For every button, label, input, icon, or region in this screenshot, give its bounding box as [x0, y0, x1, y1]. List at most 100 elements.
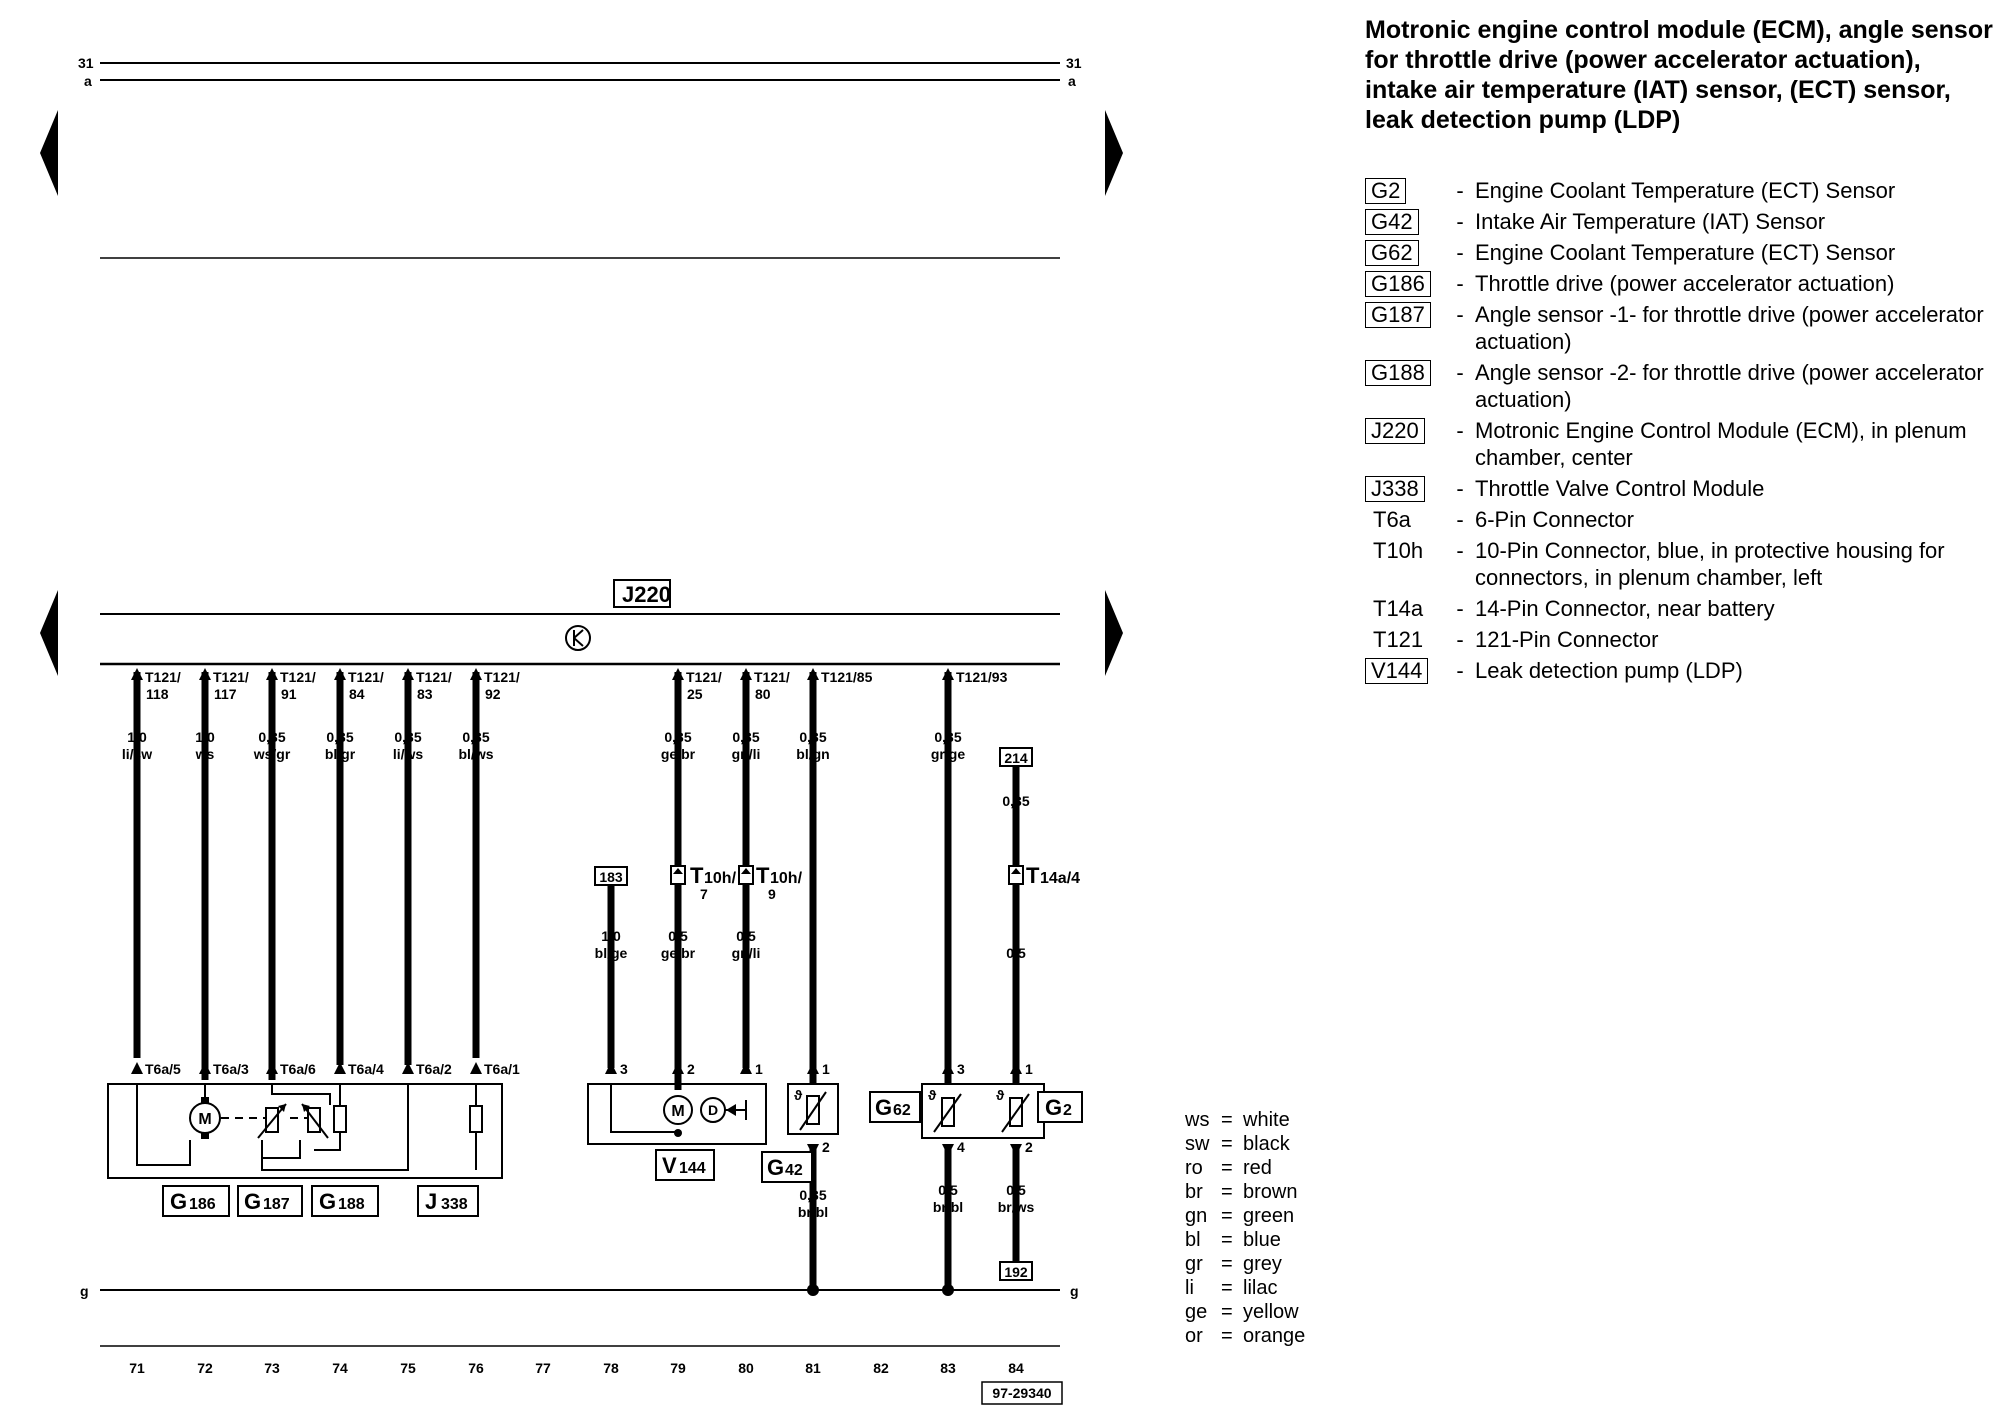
- wire-color-84: li: [1012, 810, 1020, 826]
- wire-color-75: li/ws: [393, 746, 424, 762]
- connector-t10h-9-pin: 9: [768, 886, 776, 902]
- ground-label-left: g: [80, 1283, 89, 1299]
- track-number: 72: [197, 1360, 213, 1376]
- g2-label-main: G: [1045, 1095, 1062, 1120]
- page-title: Motronic engine control module (ECM), an…: [1365, 16, 1993, 134]
- legend-description: Engine Coolant Temperature (ECT) Sensor: [1475, 240, 1896, 265]
- equals-sign: =: [1221, 1229, 1233, 1251]
- t6a-pin-2: T6a/2: [416, 1061, 452, 1077]
- wire-color-81: bl/gn: [796, 746, 829, 762]
- connector-t10h-7: T 10h/ 7: [670, 863, 737, 902]
- wire-size-84: 0,35: [1002, 793, 1029, 809]
- legend-item-g42: G42-Intake Air Temperature (IAT) Sensor: [1365, 208, 1995, 235]
- color-key-row: ws=white: [1185, 1108, 1305, 1132]
- track-number: 73: [264, 1360, 280, 1376]
- bus-31-label-right: 31: [1066, 55, 1082, 71]
- wire-size-83: 0,35: [934, 729, 961, 745]
- wires: [133, 672, 1020, 1290]
- g62-label-box: [869, 1091, 921, 1123]
- pin-label-71-a: T121/: [145, 669, 181, 685]
- j338-label-sub: 338: [441, 1196, 468, 1213]
- nav-arrow-left-top[interactable]: [40, 110, 58, 196]
- g42-pin-1: 1: [822, 1061, 830, 1077]
- legend-description: Throttle drive (power accelerator actuat…: [1475, 271, 1895, 296]
- color-name: white: [1243, 1109, 1290, 1131]
- color-abbr: gr: [1185, 1253, 1203, 1275]
- g187-label-sub: 187: [263, 1196, 290, 1213]
- ref-box-214[interactable]: [999, 747, 1033, 767]
- t6a-pin-5: T6a/5: [145, 1061, 181, 1077]
- pin-label-72-a: T121/: [213, 669, 249, 685]
- wire-size-81: 0,35: [799, 729, 826, 745]
- color-abbr: bl: [1185, 1229, 1201, 1251]
- legend-item-v144: V144-Leak detection pump (LDP): [1365, 657, 1995, 684]
- ref-box-183[interactable]: [594, 866, 628, 886]
- legend-item-t10h: T10h-10-Pin Connector, blue, in protecti…: [1365, 537, 1995, 591]
- lower-size-84: 0,5: [1006, 945, 1026, 961]
- ecm-label-box: [613, 579, 671, 608]
- legend-dash: -: [1456, 418, 1464, 443]
- color-key-row: or=orange: [1185, 1324, 1305, 1348]
- wire-color-74: bl/gr: [325, 746, 356, 762]
- track-number: 79: [670, 1360, 686, 1376]
- lower-color-84b: br/ws: [998, 1199, 1035, 1215]
- color-key-row: ge=yellow: [1185, 1300, 1305, 1324]
- lower-color-80: gn/li: [732, 945, 761, 961]
- wire-color-71: li/sw: [122, 746, 152, 762]
- wire-color-72: ws: [195, 746, 215, 762]
- nav-arrow-right-top[interactable]: [1105, 110, 1123, 196]
- legend-dash: -: [1456, 240, 1464, 265]
- resistor-j338-a-icon: [333, 1105, 347, 1133]
- legend-description: Angle sensor -2- for throttle drive (pow…: [1475, 360, 1984, 412]
- color-abbr: ws: [1185, 1109, 1210, 1131]
- v144-box: [587, 1083, 767, 1145]
- v144-label-sub: 144: [679, 1160, 706, 1177]
- lower-size-79: 0,5: [668, 928, 688, 944]
- g42-label-main: G: [767, 1155, 784, 1180]
- connector-t10h-9-main: T: [756, 863, 770, 888]
- track-numbers: 71 72 73 74 75 76 77 78 79 80 81 82 83 8…: [129, 1360, 1024, 1376]
- g188-label-main: G: [319, 1189, 336, 1214]
- throttle-module-box: [107, 1083, 503, 1179]
- legend-dash: -: [1456, 209, 1464, 234]
- color-key-row: gr=grey: [1185, 1252, 1305, 1276]
- j338-label-box: [417, 1185, 479, 1217]
- t6a-pin-labels: T6a/5 T6a/3 T6a/6 T6a/4 T6a/2 T6a/1: [145, 1061, 520, 1077]
- ecm-label: J220: [622, 582, 671, 607]
- legend-description: 10-Pin Connector, blue, in protective ho…: [1475, 538, 1945, 590]
- ref-box-192[interactable]: [999, 1261, 1033, 1281]
- g186-label-box: [162, 1185, 230, 1217]
- g2-label-box: [1037, 1091, 1083, 1123]
- pin-label-74-b: 84: [349, 686, 365, 702]
- lower-size-84b: 0,5: [1006, 1182, 1026, 1198]
- color-name: yellow: [1243, 1301, 1299, 1323]
- legend-dash: -: [1456, 538, 1464, 563]
- equals-sign: =: [1221, 1181, 1233, 1203]
- nav-arrow-left-bottom[interactable]: [40, 590, 58, 676]
- nav-arrow-right-bottom[interactable]: [1105, 590, 1123, 676]
- lower-color-83: br/bl: [933, 1199, 963, 1215]
- pin-label-81-a: T121/85: [821, 669, 873, 685]
- legend-panel: Motronic engine control module (ECM), an…: [1365, 15, 1995, 688]
- ect-sensor-housing: [921, 1083, 1045, 1139]
- color-key-row: ro=red: [1185, 1156, 1305, 1180]
- color-name: brown: [1243, 1181, 1298, 1203]
- equals-sign: =: [1221, 1325, 1233, 1347]
- connector-t10h-9: T 10h/ 9: [738, 863, 803, 902]
- g187-label-box: [237, 1185, 303, 1217]
- lower-color-79: ge/br: [661, 945, 696, 961]
- bus-a-label-left: a: [84, 73, 92, 89]
- v144-label-main: V: [662, 1153, 677, 1178]
- legend-code: T14a: [1373, 596, 1424, 621]
- legend-code: T121: [1373, 627, 1424, 652]
- color-name: blue: [1243, 1229, 1281, 1251]
- legend-item-j220: J220-Motronic Engine Control Module (ECM…: [1365, 417, 1995, 471]
- legend-code: G2: [1365, 178, 1407, 204]
- wire-size-71: 1,0: [127, 729, 147, 745]
- color-name: green: [1243, 1205, 1295, 1227]
- legend-dash: -: [1456, 360, 1464, 385]
- g42-label-sub: 42: [785, 1162, 803, 1179]
- track-number: 74: [332, 1360, 348, 1376]
- color-abbr: br: [1185, 1181, 1203, 1203]
- legend-code: G62: [1365, 240, 1419, 266]
